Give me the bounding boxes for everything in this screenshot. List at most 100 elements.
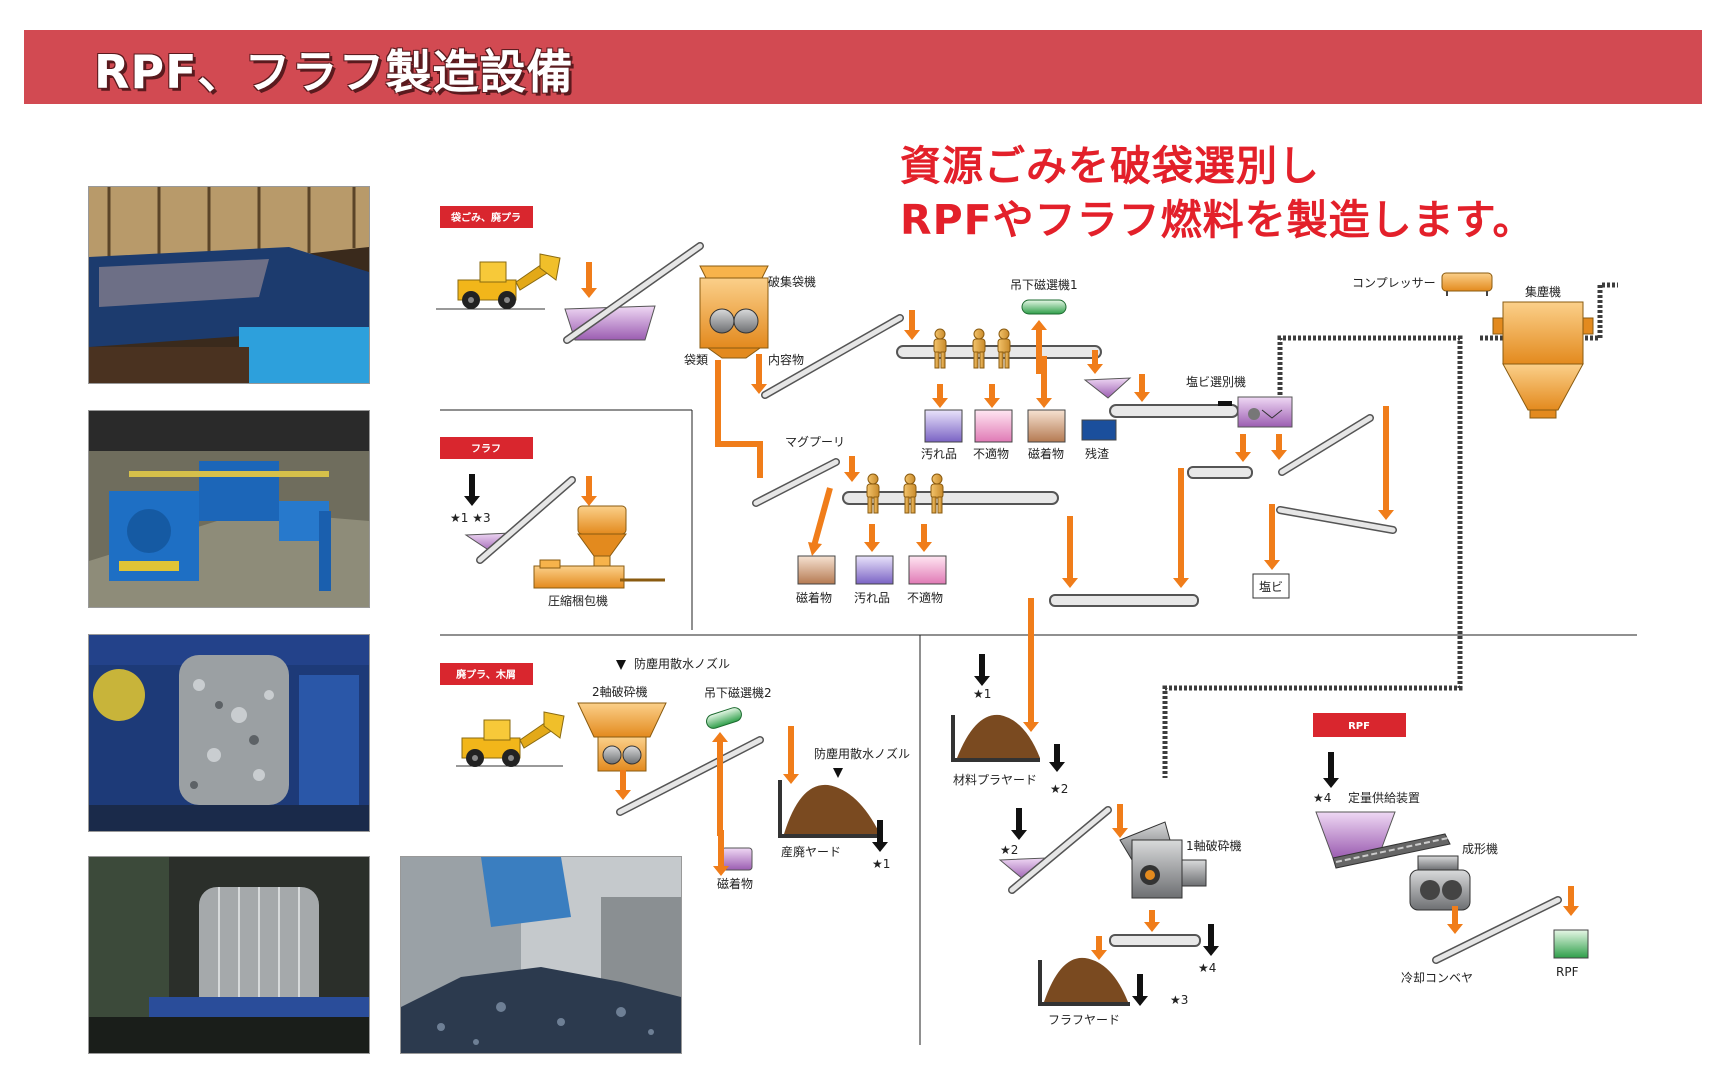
flow-paths	[715, 360, 833, 547]
pvc-output-box	[1252, 573, 1290, 599]
wheel-loader-icon	[456, 711, 565, 767]
twin-shaft-shredder	[577, 702, 667, 772]
photo-warehouse	[88, 186, 370, 384]
label-magnetic-1: 磁着物	[1028, 446, 1064, 461]
label-residue: 残渣	[1085, 447, 1109, 461]
label-baler: 圧縮梱包機	[548, 593, 608, 608]
label-star-1b: ★1	[973, 687, 991, 701]
bin-magnetic-2	[797, 555, 836, 585]
svg-text:フラフ: フラフ	[471, 443, 501, 455]
worker-icon	[903, 473, 917, 514]
constant-feeder	[1315, 811, 1451, 869]
label-star-4a: ★4	[1198, 961, 1216, 975]
photo-sorting-line	[88, 410, 370, 608]
conveyor	[761, 314, 904, 399]
baler-machine	[533, 505, 665, 589]
label-nozzle-1: 防塵用散水ノズル	[634, 656, 730, 671]
label-waste-yard: 産廃ヤード	[781, 844, 841, 859]
worker-icon	[972, 328, 986, 369]
worker-icon	[930, 473, 944, 514]
label-dirty-2: 汚れ品	[854, 591, 890, 605]
title-banner	[24, 30, 1702, 104]
sorting-conveyor-2	[842, 491, 1059, 505]
fluff-yard	[1038, 957, 1130, 1006]
label-star-2a: ★2	[1050, 782, 1068, 796]
nozzle-icon	[833, 768, 843, 778]
suspended-magnet-1	[1021, 299, 1067, 315]
label-dust-collector: 集塵機	[1525, 284, 1561, 299]
label-star-1-3: ★1 ★3	[450, 511, 491, 525]
bin-magnetic-1	[1027, 409, 1066, 443]
label-magnet-2: 吊下磁選機2	[704, 685, 772, 700]
label-dirty-1: 汚れ品	[921, 447, 957, 461]
flow-arrows-up	[712, 320, 1047, 836]
conveyor	[616, 736, 764, 816]
bin-rpf	[1553, 929, 1589, 959]
label-pvc: 塩ビ	[1259, 579, 1283, 594]
label-cooling-conveyor: 冷却コンベヤ	[1401, 971, 1473, 985]
label-shredder-2: 2軸破砕機	[592, 684, 648, 699]
tag-bag-waste: 袋ごみ、廃プラ	[440, 206, 533, 228]
conveyor	[1008, 806, 1112, 894]
material-plastic-yard	[951, 714, 1040, 762]
pvc-conveyor	[1109, 404, 1239, 418]
worker-icon	[866, 473, 880, 514]
conveyor	[1278, 414, 1374, 476]
photo-fluff-pile	[400, 856, 682, 1054]
pvc-sorter-machine	[1218, 396, 1293, 428]
label-bag-breaker: 破集袋機	[768, 274, 816, 289]
tag-fluff: フラフ	[440, 437, 533, 459]
tag-plastic-wood: 廃プラ、木屑	[440, 663, 533, 685]
label-magnet-1: 吊下磁選機1	[1010, 277, 1078, 292]
label-pvc-sorter: 塩ビ選別機	[1186, 374, 1246, 389]
label-star-4b: ★4	[1313, 791, 1331, 805]
conveyor	[476, 476, 576, 564]
cooling-conveyor	[1432, 896, 1562, 964]
conveyor	[1049, 594, 1199, 607]
photo-bale-wrapper	[88, 634, 370, 832]
label-nozzle-2: 防塵用散水ノズル	[814, 746, 910, 761]
svg-text:RPF: RPF	[1348, 721, 1370, 732]
waste-yard	[778, 780, 880, 838]
molding-machine	[1409, 855, 1471, 911]
label-feeder: 定量供給装置	[1348, 790, 1420, 805]
black-arrows	[464, 474, 1339, 1006]
inclined-conveyor	[563, 242, 704, 344]
page-title: RPF、フラフ製造設備	[94, 45, 574, 99]
bag-breaker-machine	[699, 265, 769, 359]
chute	[1083, 377, 1132, 399]
section-dividers	[440, 409, 1637, 1045]
nozzle-icon	[616, 660, 626, 670]
label-star-3: ★3	[1170, 993, 1188, 1007]
receiving-hopper	[564, 305, 656, 341]
svg-text:廃プラ、木屑: 廃プラ、木屑	[456, 668, 516, 681]
conveyor	[1276, 506, 1397, 534]
photo-bale-conveyor	[88, 856, 370, 1054]
conveyor	[1187, 466, 1253, 479]
label-bag-type: 袋類	[684, 353, 708, 367]
mag-pulley-conveyor	[752, 458, 840, 507]
label-shredder-1: 1軸破砕機	[1186, 838, 1242, 853]
label-magnetic-3: 磁着物	[717, 876, 753, 891]
single-shaft-shredder	[1119, 821, 1207, 899]
label-fluff-yard: フラフヤード	[1048, 1013, 1120, 1027]
flow-arrows	[581, 262, 1579, 960]
dust-collector	[1492, 301, 1594, 419]
bin-unfit-2	[908, 555, 947, 585]
conveyor	[1109, 934, 1201, 947]
label-rpf-out: RPF	[1556, 965, 1579, 979]
label-unfit-2: 不適物	[907, 590, 943, 605]
suspended-magnet-2	[706, 707, 742, 729]
headline-line-1: 資源ごみを破袋選別し	[900, 142, 1320, 190]
headline-line-2: RPFやフラフ燃料を製造します。	[900, 196, 1535, 244]
label-mag-pulley: マグプーリ	[785, 435, 845, 449]
label-molder: 成形機	[1462, 841, 1498, 856]
bin-residue	[1081, 419, 1117, 441]
label-contents: 内容物	[768, 352, 804, 367]
bin-dirty-1	[924, 409, 963, 443]
worker-icon	[997, 328, 1011, 369]
svg-text:袋ごみ、廃プラ: 袋ごみ、廃プラ	[450, 211, 521, 224]
compressor	[1441, 272, 1493, 296]
label-star-1a: ★1	[872, 857, 890, 871]
bin-unfit-1	[974, 409, 1013, 443]
